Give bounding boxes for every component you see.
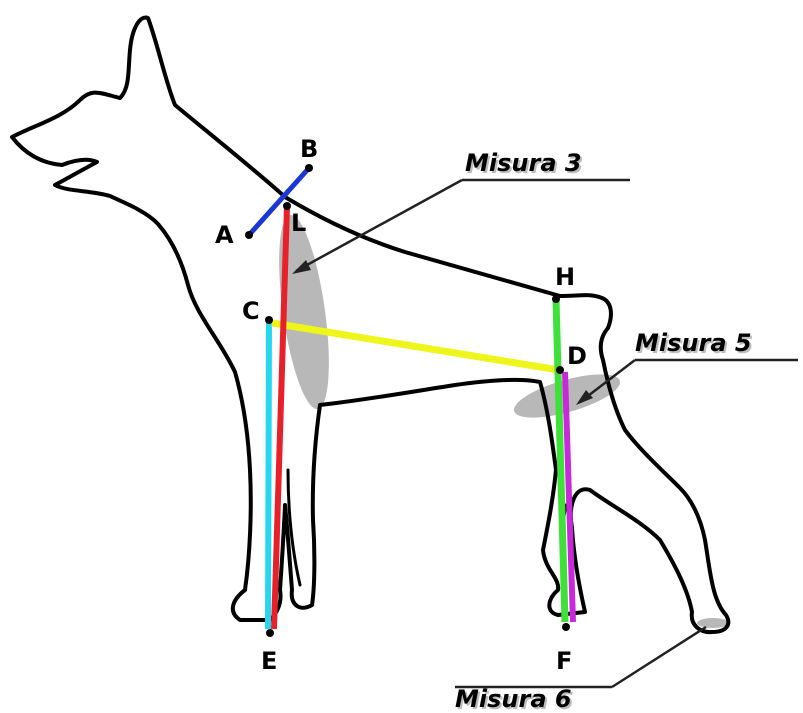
point-a <box>245 231 253 239</box>
label-f: F <box>556 647 572 675</box>
point-h <box>552 295 560 303</box>
label-b: B <box>300 135 318 163</box>
misura3-label: Misura 3 <box>465 149 582 177</box>
line-d-f <box>562 371 576 623</box>
label-l: L <box>291 209 306 237</box>
label-e: E <box>261 647 277 675</box>
misura3-label-shadow: Misura 3 <box>467 151 584 179</box>
point-c <box>265 316 273 324</box>
label-d: D <box>567 342 587 370</box>
point-f <box>562 623 570 631</box>
dog-outline <box>10 15 731 635</box>
line-c-e <box>265 320 272 630</box>
misura5-label: Misura 5 <box>635 329 752 357</box>
point-l <box>283 202 291 210</box>
line-c-d <box>271 319 560 374</box>
misura3-area <box>279 214 329 410</box>
line-l-e <box>271 205 290 630</box>
misura3-leader <box>295 178 463 273</box>
line-h-f <box>552 299 569 623</box>
inner-leg-front <box>286 468 302 587</box>
label-h: H <box>555 263 575 291</box>
label-a: A <box>215 221 234 249</box>
misura5-arrowhead <box>576 390 593 405</box>
point-e <box>266 629 274 637</box>
misura6-label: Misura 6 <box>455 685 572 713</box>
label-c: C <box>242 297 260 325</box>
point-b <box>305 164 313 172</box>
misura5-label-shadow: Misura 5 <box>637 331 754 359</box>
point-d <box>556 366 564 374</box>
misura6-label-shadow: Misura 6 <box>457 687 574 713</box>
misura6-area <box>697 618 729 628</box>
misura3-arrowhead <box>292 260 311 274</box>
misura6-leader <box>611 625 707 689</box>
line-a-b <box>246 165 312 238</box>
